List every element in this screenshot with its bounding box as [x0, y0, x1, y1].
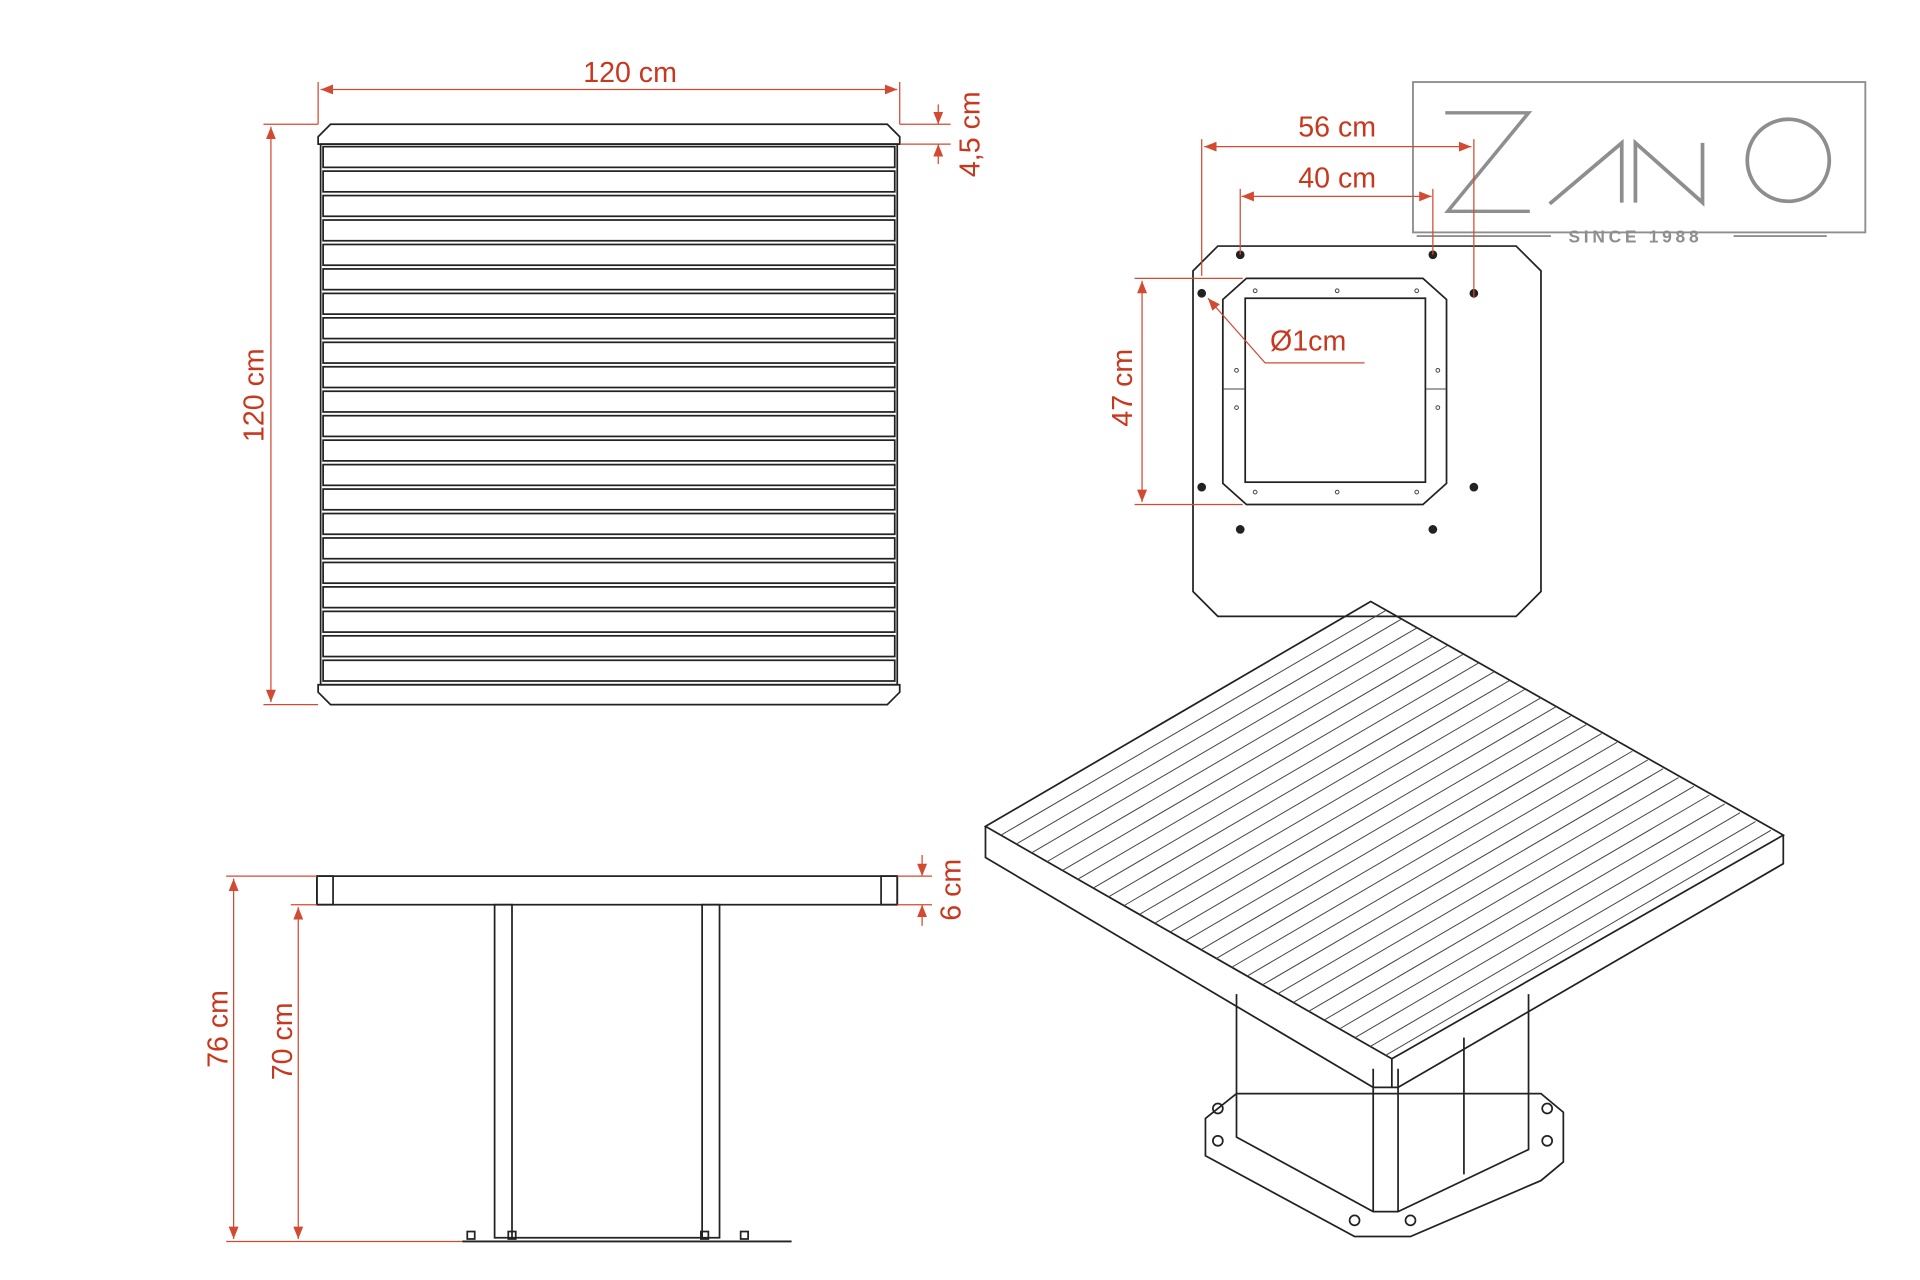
hole	[1435, 367, 1441, 373]
slat-line	[1216, 733, 1602, 959]
slat-line	[1154, 697, 1541, 924]
slat-line	[1354, 812, 1741, 1039]
slat-line	[1031, 627, 1418, 854]
slat	[322, 561, 896, 585]
slat	[322, 537, 896, 560]
slat	[322, 316, 896, 340]
slat	[322, 610, 896, 633]
slat	[322, 634, 896, 658]
slat	[322, 488, 896, 511]
slat	[322, 586, 896, 609]
slat-line	[1185, 715, 1572, 942]
slat-line	[1108, 671, 1495, 898]
slat-line	[1123, 680, 1510, 907]
slat-line	[1062, 645, 1448, 871]
slat	[322, 292, 896, 315]
dim-base-depth: 47 cm	[1107, 349, 1139, 427]
slat	[322, 439, 896, 462]
bolt	[1197, 482, 1207, 492]
slat-line	[1339, 803, 1726, 1030]
top-view-slats	[322, 145, 896, 682]
dim-base-inner: 40 cm	[1298, 163, 1376, 195]
slat	[322, 463, 896, 487]
zano-logo: SINCE 1988	[1412, 81, 1867, 246]
dim-base-outer: 56 cm	[1298, 112, 1376, 144]
hole	[1234, 405, 1239, 410]
slat	[322, 145, 896, 169]
slat	[322, 512, 896, 536]
slat-line	[1046, 636, 1433, 863]
dim-top-thickness: 6 cm	[936, 859, 968, 921]
hole	[1435, 405, 1441, 410]
slat	[322, 414, 896, 438]
slat-line	[1323, 794, 1710, 1021]
hole	[1252, 489, 1258, 495]
top-view: 120 cm 120 cm 4,5 cm	[238, 57, 986, 706]
iso-slats	[1000, 609, 1772, 1056]
dim-bolt-diameter: Ø1cm	[1270, 325, 1346, 357]
slat-line	[1016, 618, 1402, 845]
slat-line	[1200, 724, 1587, 951]
hole	[1252, 288, 1258, 294]
slat	[322, 170, 896, 193]
slat-line	[1092, 662, 1479, 889]
bolt	[1469, 482, 1479, 492]
hole	[1414, 288, 1420, 294]
slat-line	[1370, 821, 1756, 1047]
dim-total-height: 76 cm	[202, 990, 234, 1068]
bolt	[1235, 525, 1245, 534]
hole	[1414, 489, 1420, 495]
slat-line	[1277, 768, 1664, 995]
slat	[322, 365, 896, 389]
slat-line	[1139, 689, 1525, 915]
slat-line	[1308, 785, 1695, 1012]
slat-line	[1246, 750, 1633, 977]
dim-top-depth: 120 cm	[238, 348, 270, 442]
slat	[322, 659, 896, 682]
base-plate-view: 56 cm 40 cm 47 cm Ø1cm	[1107, 112, 1542, 618]
hole	[1234, 367, 1239, 373]
slat	[322, 341, 896, 364]
slat-line	[1077, 653, 1464, 880]
dim-leg-height: 70 cm	[267, 1002, 299, 1080]
slat-line	[1262, 759, 1649, 986]
side-view: 76 cm 70 cm 6 cm	[202, 854, 968, 1243]
hole	[1334, 489, 1340, 495]
slat-line	[1000, 609, 1387, 836]
bolt	[1428, 525, 1438, 534]
isometric-view	[983, 600, 1786, 1238]
slat-line	[1293, 777, 1679, 1003]
slat	[322, 243, 896, 267]
slat	[322, 194, 896, 218]
dim-top-width: 120 cm	[583, 57, 677, 89]
slat-line	[1385, 829, 1772, 1056]
bolt	[1197, 288, 1207, 298]
slat	[322, 268, 896, 291]
slat	[322, 219, 896, 242]
dim-top-thickness-small: 4,5 cm	[954, 91, 986, 177]
slat-line	[1169, 706, 1556, 933]
base-bolts	[1197, 250, 1479, 534]
hole	[1334, 288, 1340, 294]
slat-line	[1231, 741, 1618, 968]
slat	[322, 390, 896, 413]
logo-tagline: SINCE 1988	[1568, 226, 1702, 246]
